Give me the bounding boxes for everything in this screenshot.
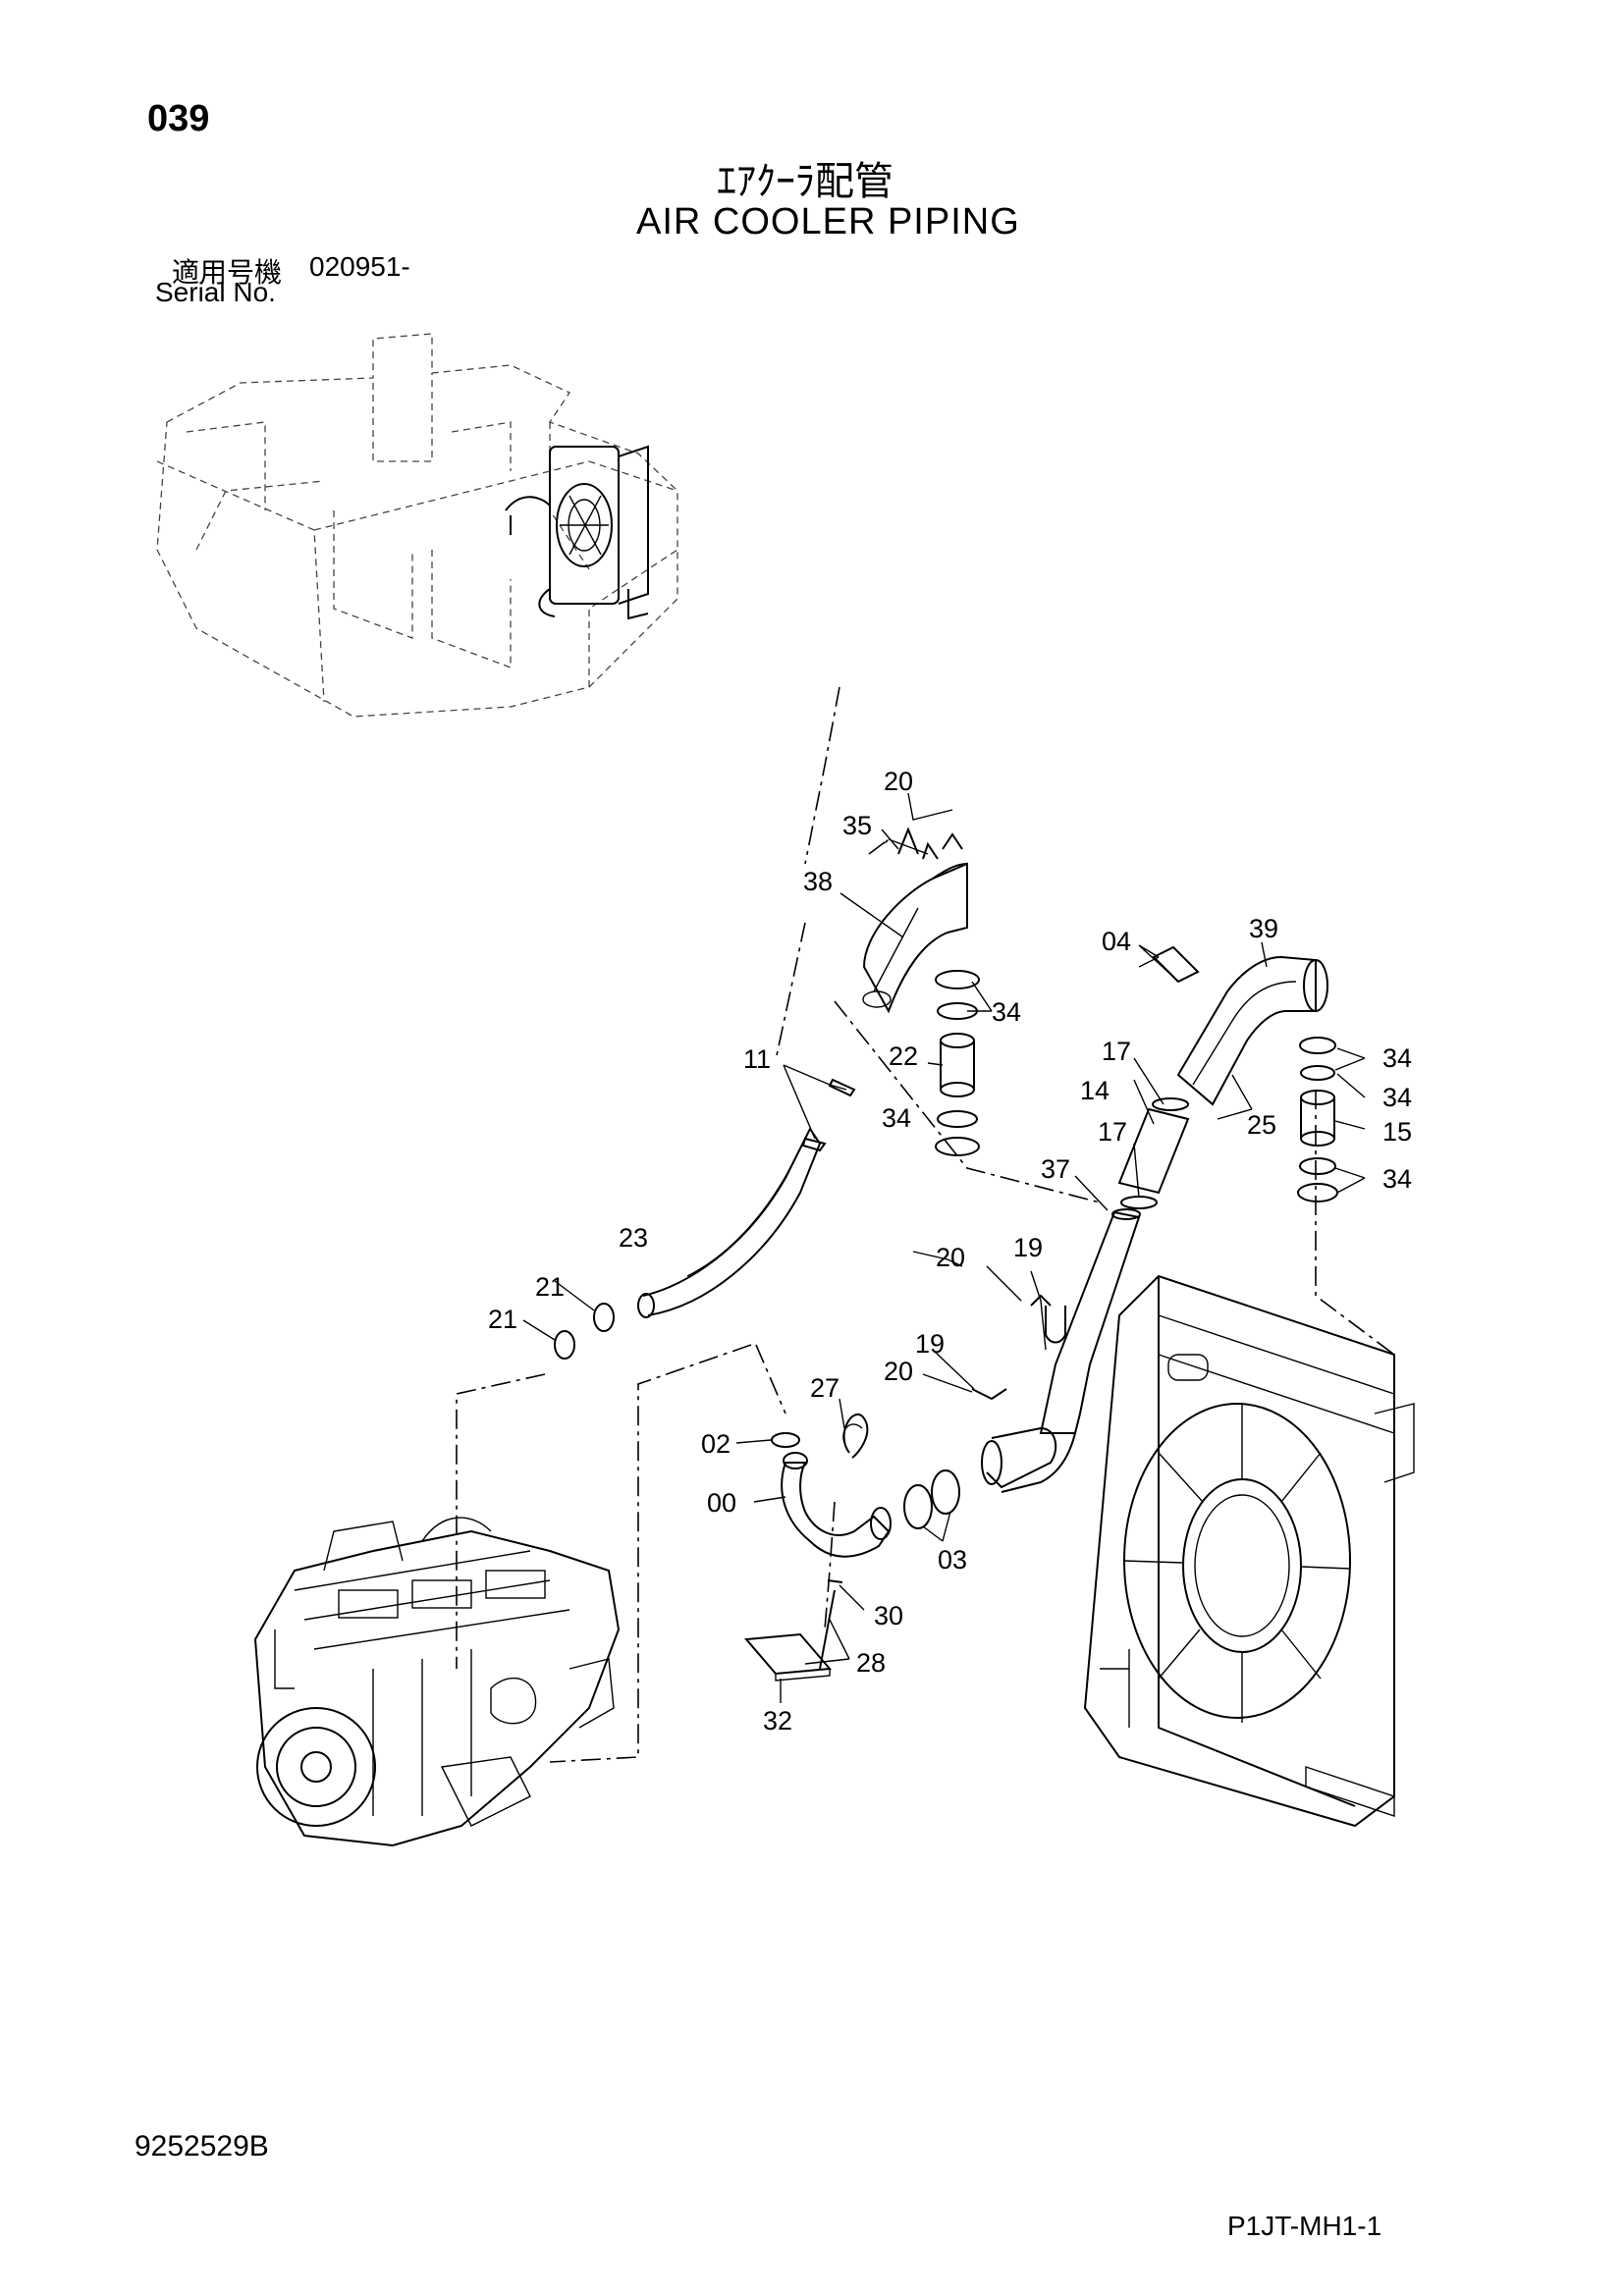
callout-21: 21 <box>488 1305 517 1334</box>
callout-28: 28 <box>856 1648 886 1678</box>
callout-labels: 20 35 38 04 39 34 11 22 17 14 34 34 25 3… <box>488 767 1412 1735</box>
leader-lines <box>522 792 1366 1703</box>
pipe-39-assembly <box>1117 945 1338 1209</box>
callout-34: 34 <box>1382 1043 1412 1073</box>
callout-34: 34 <box>1382 1164 1412 1194</box>
page-title-japanese: ｴｱｸｰﾗ配管 <box>717 160 893 203</box>
serial-number-value: 020951- <box>309 251 410 282</box>
callout-03: 03 <box>938 1545 967 1575</box>
callout-20: 20 <box>884 1357 913 1386</box>
callout-37: 37 <box>1041 1154 1070 1184</box>
center-lines <box>456 686 1395 1763</box>
callout-34: 34 <box>1382 1083 1412 1112</box>
machine-overview-illustration <box>156 333 678 718</box>
sheet-code: P1JT-MH1-1 <box>1227 2211 1382 2241</box>
radiator-illustration <box>1083 1274 1415 1828</box>
callout-30: 30 <box>874 1601 903 1630</box>
callout-25: 25 <box>1247 1110 1276 1140</box>
document-code: 9252529B <box>135 2130 269 2163</box>
hose-00-assembly <box>743 1414 892 1682</box>
callout-04: 04 <box>1102 927 1131 956</box>
callout-38: 38 <box>803 867 833 896</box>
callout-35: 35 <box>842 811 872 840</box>
callout-27: 27 <box>810 1373 839 1403</box>
callout-00: 00 <box>707 1488 736 1518</box>
callout-19: 19 <box>915 1329 945 1359</box>
callout-19: 19 <box>1013 1233 1043 1262</box>
callout-20: 20 <box>936 1243 965 1272</box>
serial-label: Serial No. <box>155 277 276 307</box>
callout-15: 15 <box>1382 1117 1412 1147</box>
callout-32: 32 <box>763 1706 792 1735</box>
page-title: AIR COOLER PIPING <box>636 201 1020 242</box>
pipe-23 <box>554 1127 822 1360</box>
callout-02: 02 <box>701 1429 731 1459</box>
callout-14: 14 <box>1080 1076 1110 1105</box>
callout-22: 22 <box>889 1041 918 1071</box>
callout-17: 17 <box>1102 1037 1131 1066</box>
engine-illustration <box>253 1517 621 1847</box>
callout-17: 17 <box>1098 1117 1127 1147</box>
callout-20: 20 <box>884 767 913 796</box>
callout-11: 11 <box>743 1044 771 1074</box>
callout-34: 34 <box>882 1103 911 1133</box>
serial-label-japanese: 適用号機 <box>172 257 283 288</box>
pipe-37-assembly <box>903 1208 1141 1529</box>
callout-23: 23 <box>619 1223 648 1253</box>
callout-34: 34 <box>992 997 1021 1027</box>
callout-39: 39 <box>1249 914 1278 943</box>
callout-21: 21 <box>535 1272 565 1302</box>
page-number: 039 <box>147 98 210 139</box>
pipe-38-assembly <box>801 827 980 1156</box>
